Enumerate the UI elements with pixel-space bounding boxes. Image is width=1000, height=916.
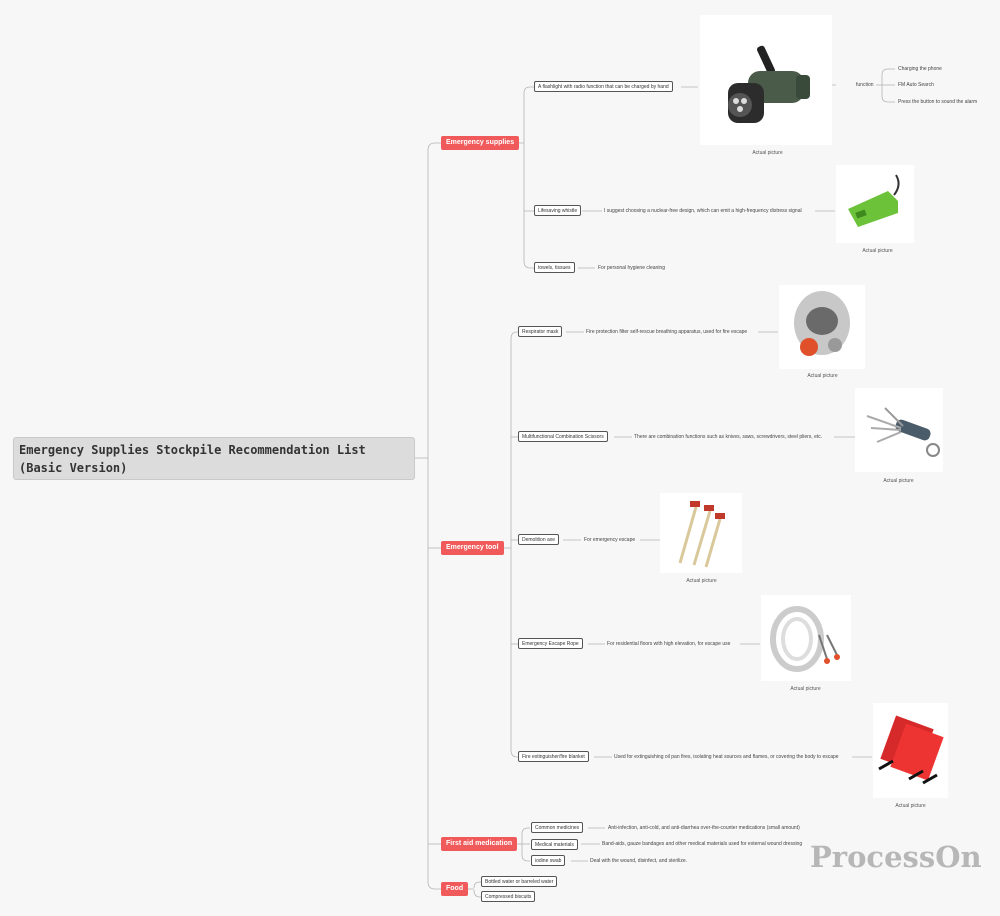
topic-escape-rope[interactable]: Emergency Escape Rope (518, 638, 583, 649)
fire-blanket-icon (878, 715, 944, 785)
topic-compressed-biscuits[interactable]: Compressed biscuits (481, 891, 536, 902)
whistle-note: I suggest choosing a nuclear-free design… (604, 208, 802, 214)
scissors-caption: Actual picture (883, 478, 914, 484)
blanket-picture (873, 703, 948, 798)
scissors-note: There are combination functions such as … (634, 434, 823, 440)
towels-note: For personal hygiene cleaning (598, 265, 665, 271)
rope-picture (761, 595, 851, 681)
topic-iodine-swab[interactable]: iodine swab (531, 855, 566, 866)
whistle-picture (836, 165, 914, 243)
flashlight-function-label: function (856, 82, 874, 88)
topic-medical-materials[interactable]: Medical materials (531, 839, 578, 850)
axe-note: For emergency escape (584, 537, 636, 543)
scissors-picture (855, 388, 943, 472)
whistle-caption: Actual picture (862, 248, 893, 254)
flashlight-picture (700, 15, 832, 145)
mask-caption: Actual picture (807, 373, 838, 379)
category-emergency-supplies[interactable]: Emergency supplies (441, 136, 520, 150)
root-topic[interactable]: Emergency Supplies Stockpile Recommendat… (13, 437, 415, 480)
topic-demolition-axe[interactable]: Demolition axe (518, 534, 560, 545)
materials-note: Band-aids, gauze bandages and other medi… (602, 841, 803, 847)
topic-scissors[interactable]: Multifunctional Combination Scissors (518, 431, 608, 442)
rope-icon (770, 606, 840, 672)
mask-picture (779, 285, 865, 369)
topic-whistle[interactable]: Lifesaving whistle (534, 205, 582, 216)
mask-note: Fire protection filter self-rescue breat… (586, 329, 748, 335)
rope-caption: Actual picture (790, 686, 821, 692)
axe-picture (660, 493, 742, 573)
category-first-aid[interactable]: First aid medication (441, 837, 518, 851)
medicines-note: Anti-infection, anti-cold, and anti-diar… (608, 825, 800, 831)
respirator-mask-icon (794, 291, 850, 356)
function-alarm: Press the button to sound the alarm (898, 99, 978, 105)
multitool-icon (866, 407, 940, 457)
blanket-caption: Actual picture (895, 803, 926, 809)
axe-caption: Actual picture (686, 578, 717, 584)
processon-watermark: ProcessOn (810, 840, 982, 874)
flashlight-caption: Actual picture (752, 150, 783, 156)
axe-icon (678, 501, 725, 568)
topic-fire-blanket[interactable]: Fire extinguisher/fire blanket (518, 751, 589, 762)
function-charging: Charging the phone (898, 66, 942, 72)
topic-bottled-water[interactable]: Bottled water or barreled water (481, 876, 558, 887)
topic-respirator-mask[interactable]: Respirator mask (518, 326, 563, 337)
function-fm: FM Auto Search (898, 82, 934, 88)
iodine-note: Deal with the wound, disinfect, and ster… (590, 858, 687, 864)
blanket-note: Used for extinguishing oil pan fires, is… (614, 754, 839, 760)
topic-towels[interactable]: towels, tissues (534, 262, 575, 273)
category-emergency-tool[interactable]: Emergency tool (441, 541, 504, 555)
rope-note: For residential floors with high elevati… (607, 641, 731, 647)
topic-common-medicines[interactable]: Common medicines (531, 822, 584, 833)
whistle-icon (848, 174, 900, 227)
topic-flashlight[interactable]: A flashlight with radio function that ca… (534, 81, 673, 92)
flashlight-icon (728, 45, 810, 123)
category-food[interactable]: Food (441, 882, 469, 896)
